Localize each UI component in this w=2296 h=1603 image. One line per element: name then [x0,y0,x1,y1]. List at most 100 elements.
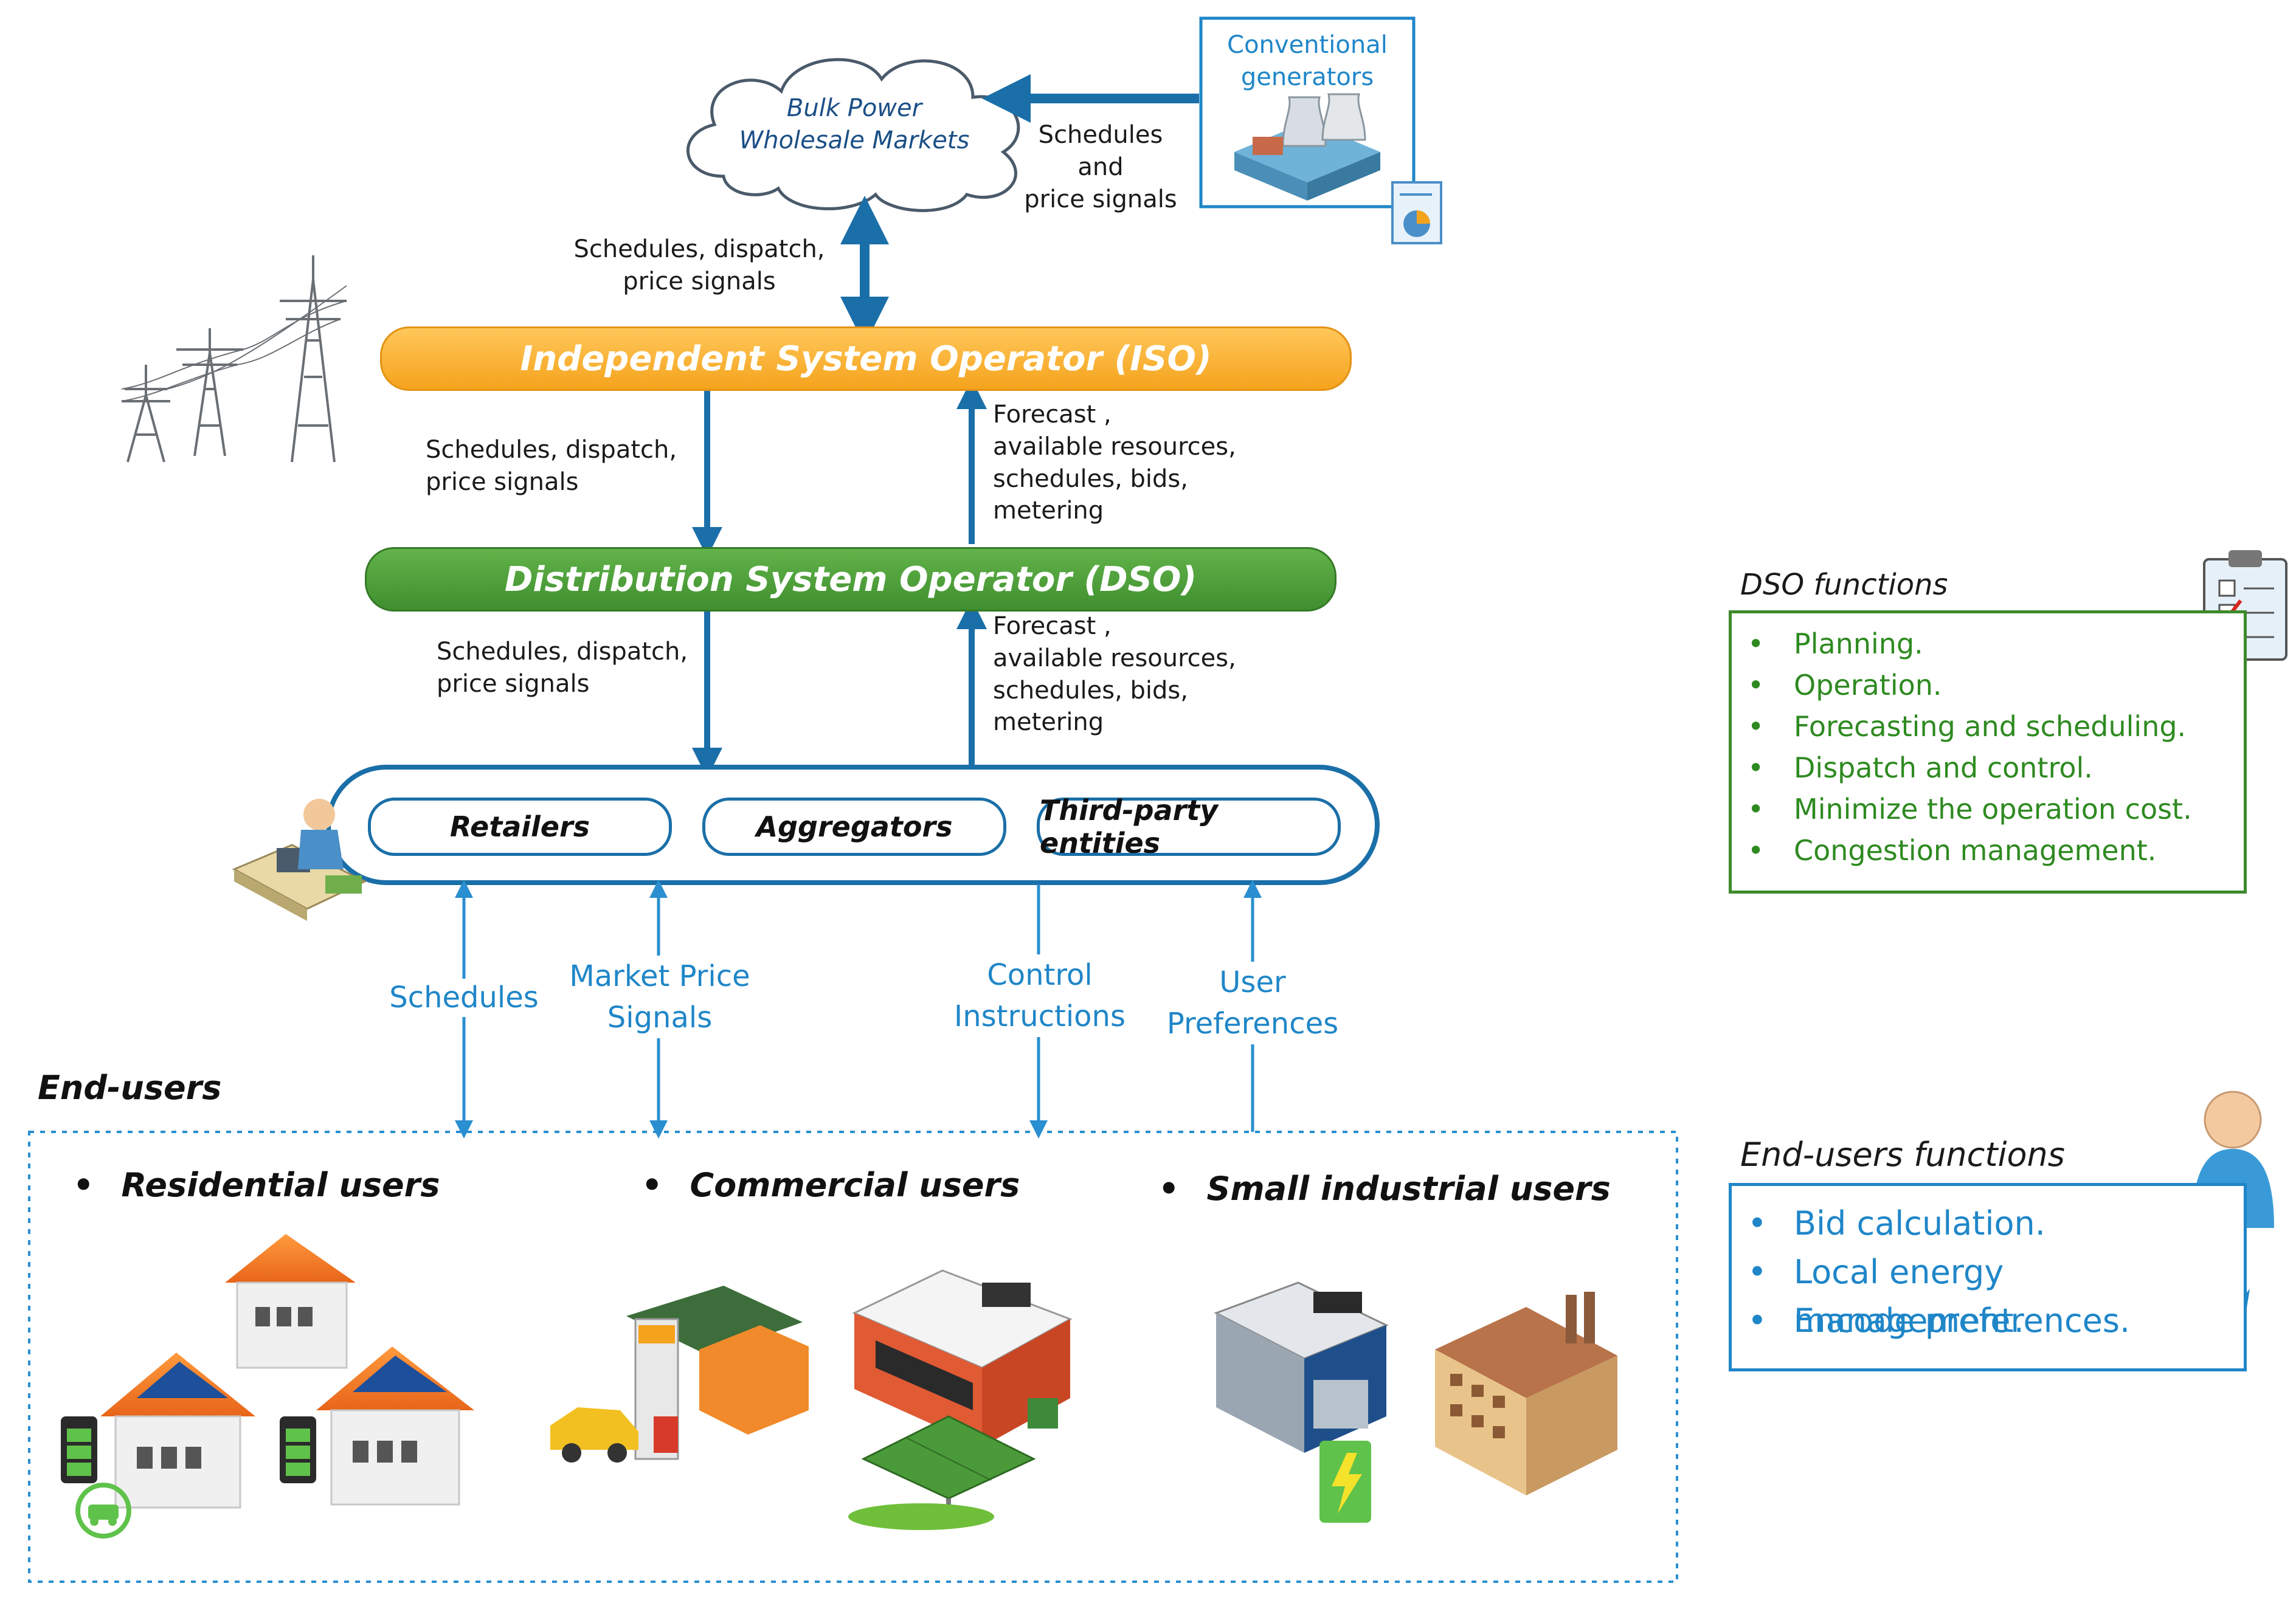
commercial-users-title: • Commercial users [641,1166,1020,1204]
residential-users-label: Residential users [121,1166,440,1204]
dso-function-text: Dispatch and control. [1794,751,2093,784]
market-iso-signals-label: Schedules, dispatch, price signals [559,233,839,298]
iso-down-line1: Schedules, dispatch, [426,436,677,464]
bullet: • [1748,834,1765,867]
sched-price-line1: Schedules [1038,121,1163,149]
dso-to-entities-label: Schedules, dispatch, price signals [437,636,688,700]
end-users-container [28,1131,1678,1583]
bullet: • [1748,751,1765,784]
solar-house-icon [100,1353,255,1509]
dso-down-line2: price signals [437,669,590,698]
top-signals-line2: price signals [623,267,776,295]
office-worker-icon [232,799,367,921]
conventional-line1: Conventional [1227,31,1388,59]
bullet: • [1748,710,1765,743]
solar-house-icon [316,1346,474,1506]
dso-function-text: Planning. [1794,627,1923,660]
end-user-function-text: Local energy management. [1794,1253,2024,1340]
control-line2: Instructions [954,999,1126,1034]
schedules-price-label: Schedules and price signals [1015,119,1186,215]
battery-icon [280,1416,316,1483]
retailers-pill: Retailers [368,798,672,856]
control-line1: Control [987,958,1093,992]
bullet: • [1748,793,1765,826]
user-pref-line2: Preferences [1166,1007,1339,1041]
bullet: • [1158,1170,1180,1208]
dso-function-text: Operation. [1794,669,1942,702]
cloud-label-line2: Wholesale Markets [739,126,970,154]
entities-to-dso-label: Forecast , available resources, schedule… [993,610,1236,739]
dso-function-item: • Dispatch and control. [1732,747,2244,788]
battery-icon [61,1416,97,1483]
retailers-label: Retailers [449,810,590,843]
third-party-label: Third-party entities [1040,794,1219,860]
user-pref-line1: User [1219,965,1286,999]
dso-functions-list: • Planning. • Operation. • Forecasting and … [1732,613,2244,871]
bullet: • [1748,669,1765,702]
cloud-label: Bulk Power Wholesale Markets [721,92,988,157]
iso-up-line2: available resources, [993,432,1236,461]
control-instructions-label: Control Instructions [949,954,1131,1038]
market-line2: Signals [607,1001,713,1035]
end-user-function-text: Encode preferences. [1794,1301,2131,1340]
sched-price-line3: price signals [1024,185,1177,213]
dso-to-iso-label: Forecast , available resources, schedule… [993,399,1236,527]
dso-functions-box: • Planning. • Operation. • Forecasting and … [1729,610,2247,894]
aggregators-label: Aggregators [756,810,953,843]
car-icon [550,1407,638,1463]
end-users-functions-title: End-users functions [1740,1136,2065,1174]
warehouse-icon [1214,1281,1389,1453]
transmission-tower-icon [121,255,347,463]
schedules-label-text: Schedules [389,981,539,1015]
user-preferences-label: User Preferences [1155,962,1350,1045]
iso-down-line2: price signals [426,467,579,496]
end-user-function-item: • Bid calculation. [1732,1199,2244,1248]
iso-label: Independent System Operator (ISO) [520,339,1212,379]
aggregators-pill: Aggregators [702,798,1006,856]
bullet: • [1748,1253,1767,1291]
power-plant-icon [1234,93,1380,201]
dso-function-item: • Operation. [1732,664,2244,706]
iso-up-line4: metering [993,497,1104,525]
factory-icon [1435,1292,1617,1495]
dso-up-line4: metering [993,708,1104,737]
end-users-title: End-users [38,1069,222,1107]
end-user-function-text: Bid calculation. [1794,1204,2045,1243]
solar-panel-icon [848,1415,1036,1530]
market-line1: Market Price [569,959,750,993]
residential-users-title: •Residential users [73,1166,440,1204]
dso-up-line1: Forecast , [993,612,1112,640]
small-industrial-users-label: Small industrial users [1206,1170,1611,1208]
dso-function-text: Forecasting and scheduling. [1794,710,2187,743]
dso-function-text: Congestion management. [1794,834,2157,867]
dso-function-text: Minimize the operation cost. [1794,793,2192,826]
iso-bar: Independent System Operator (ISO) [380,326,1352,391]
iso-to-dso-label: Schedules, dispatch, price signals [426,434,677,498]
report-icon [1391,181,1442,244]
commercial-users-label: Commercial users [690,1166,1020,1204]
dso-bar: Distribution System Operator (DSO) [365,547,1336,612]
schedules-label: Schedules [373,979,555,1018]
end-user-function-item: • Encode preferences. [1732,1297,2244,1345]
gas-station-icon [626,1286,809,1460]
market-price-label: Market Price Signals [547,956,772,1039]
dso-up-line2: available resources, [993,644,1236,672]
lightning-battery-icon [1319,1441,1371,1523]
iso-up-line1: Forecast , [993,401,1112,429]
conventional-generators-label: Conventional generators [1207,29,1408,94]
cloud-label-line1: Bulk Power [786,94,922,122]
sched-price-line2: and [1077,153,1124,181]
end-users-functions-list: • Bid calculation. • Local energy manageme… [1732,1186,2244,1345]
dso-up-line3: schedules, bids, [993,676,1188,705]
bullet: • [1748,1204,1767,1243]
house-icon [225,1234,356,1369]
bullet: • [641,1166,663,1204]
dso-functions-title: DSO functions [1740,568,1948,602]
end-users-functions-box: • Bid calculation. • Local energy manageme… [1729,1183,2247,1371]
dso-function-item: • Minimize the operation cost. [1732,788,2244,830]
third-party-pill: Third-party entities [1037,794,1341,860]
bullet: • [1748,1301,1767,1340]
dso-label: Distribution System Operator (DSO) [504,559,1197,599]
